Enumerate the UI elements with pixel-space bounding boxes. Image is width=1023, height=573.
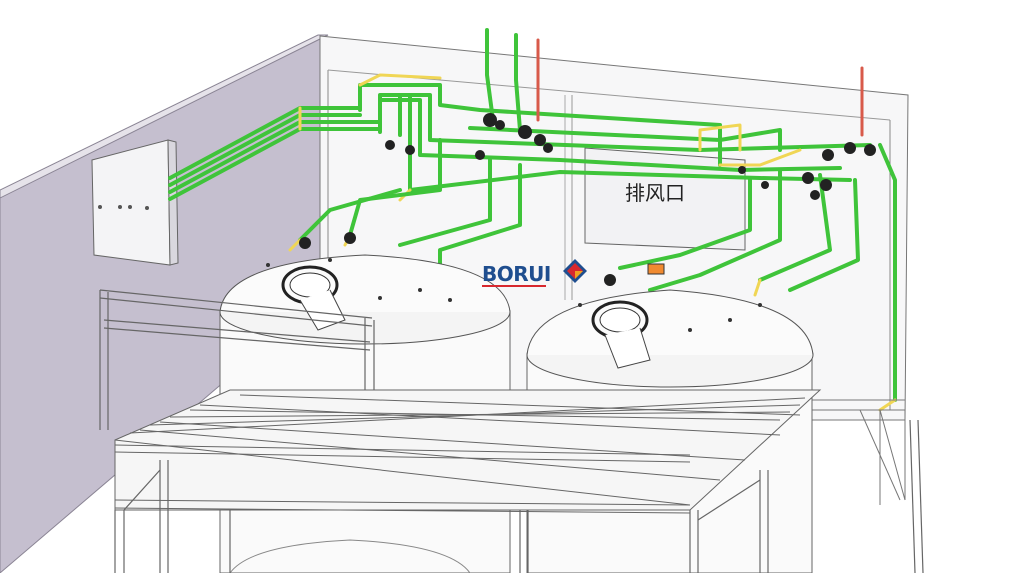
vent-label: 排风口 bbox=[625, 181, 685, 205]
control-box-side bbox=[167, 139, 179, 266]
control-box-indicator bbox=[145, 206, 149, 210]
brand-underline bbox=[482, 285, 546, 287]
control-box-indicator bbox=[128, 205, 132, 209]
pipe-bundle-left bbox=[168, 106, 382, 201]
brand-name: BORUI bbox=[482, 262, 551, 286]
brand-logo: BORUI bbox=[476, 256, 594, 290]
control-box-indicator bbox=[98, 205, 102, 209]
valves bbox=[299, 113, 876, 286]
diamond-logo-icon bbox=[563, 259, 587, 283]
control-box bbox=[91, 139, 171, 266]
orange-valve bbox=[647, 263, 665, 275]
support-legs bbox=[114, 419, 924, 573]
control-box-indicator bbox=[118, 205, 122, 209]
platform-grating bbox=[114, 389, 822, 514]
tank-lower-rim bbox=[229, 539, 471, 573]
pipe-risers bbox=[485, 28, 864, 137]
left-wall-top-edge bbox=[0, 34, 329, 199]
pipe-drops bbox=[288, 138, 897, 412]
platform-railing bbox=[99, 289, 375, 470]
